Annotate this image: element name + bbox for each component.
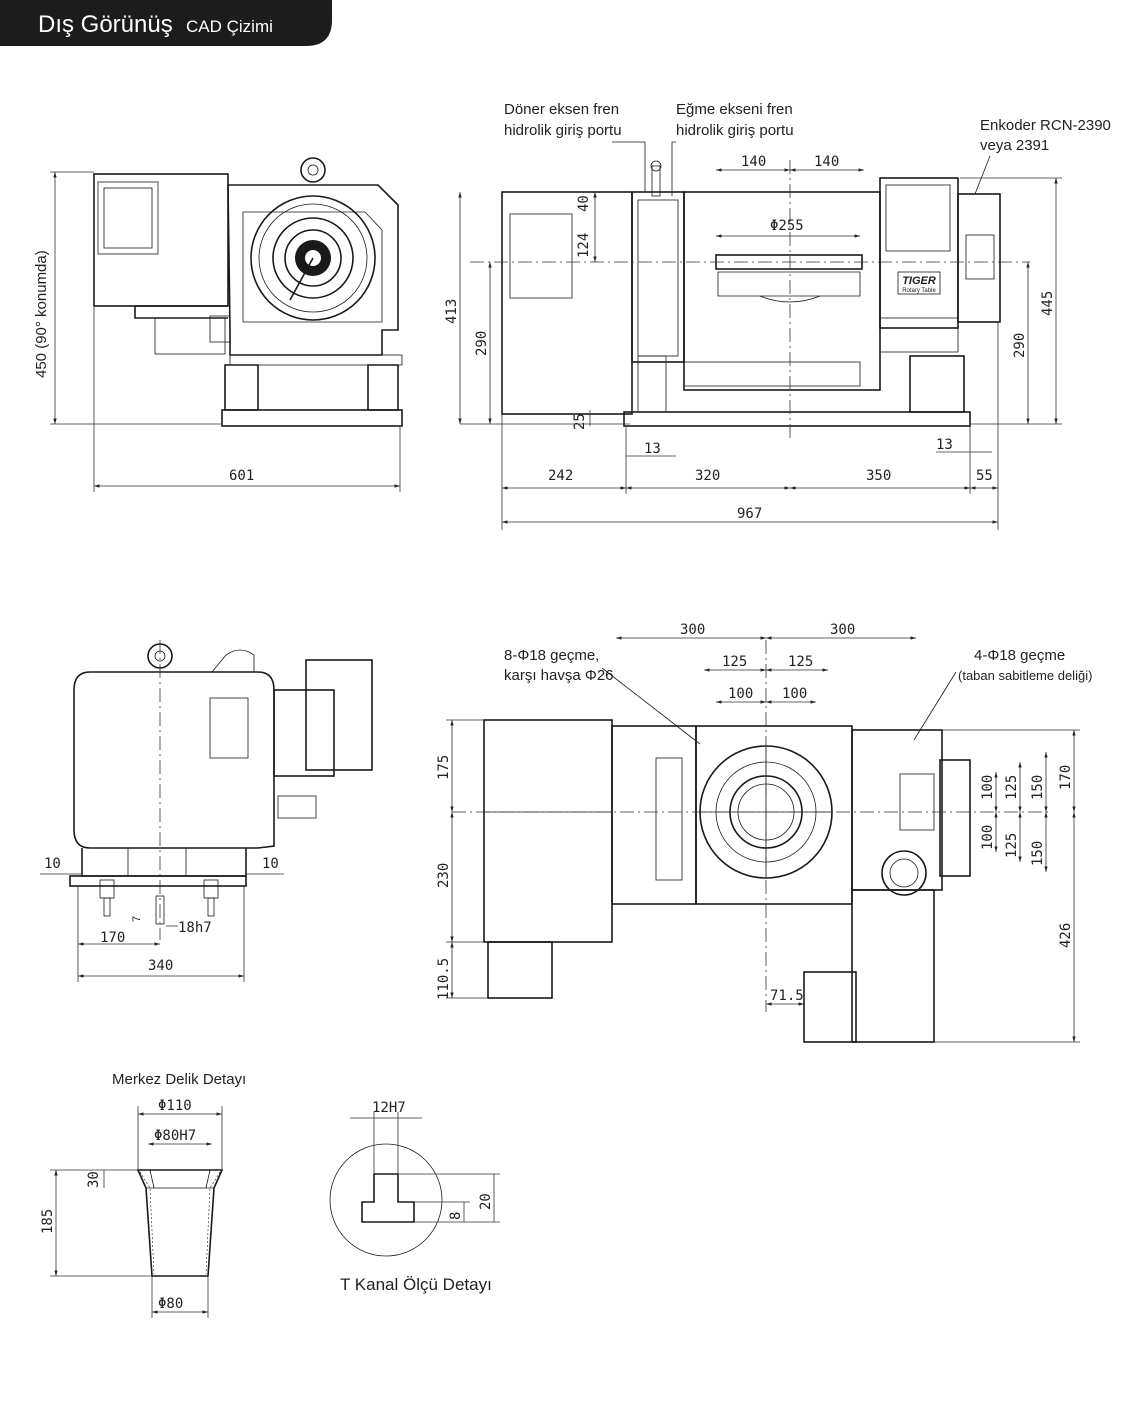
dim-185: 185 bbox=[40, 1209, 56, 1234]
dim-v125-lower: 125 bbox=[1004, 833, 1020, 858]
callout-holes-line1: 8-Φ18 geçme, bbox=[504, 647, 599, 664]
dim-phi110: Φ110 bbox=[158, 1098, 192, 1114]
callout-encoder-line2: veya 2391 bbox=[980, 137, 1049, 154]
callout-tilt-brake-line1: Eğme ekseni fren bbox=[676, 101, 793, 118]
dim-125-left: 125 bbox=[722, 654, 747, 670]
dim-20: 20 bbox=[478, 1193, 494, 1210]
dim-413: 413 bbox=[444, 299, 460, 324]
center-hole-detail: Merkez Delik Detayı Φ110 Φ80H7 30 185 Φ8… bbox=[40, 1071, 246, 1318]
dim-25: 25 bbox=[572, 413, 588, 430]
dim-phi80: Φ80 bbox=[158, 1296, 183, 1312]
t-slot-detail: 12H7 8 20 T Kanal Ölçü Detayı bbox=[329, 1100, 500, 1294]
dim-300-left: 300 bbox=[680, 622, 705, 638]
callout-base-line2: (taban sabitleme deliği) bbox=[958, 668, 1092, 683]
dim-967: 967 bbox=[737, 506, 762, 522]
side-view: 450 (90° konumda) 601 bbox=[33, 157, 403, 492]
dim-140-right: 140 bbox=[814, 154, 839, 170]
dim-100-left: 100 bbox=[728, 686, 753, 702]
dim-125-right: 125 bbox=[788, 654, 813, 670]
dim-601: 601 bbox=[229, 468, 254, 484]
dim-100-right: 100 bbox=[782, 686, 807, 702]
dim-300-right: 300 bbox=[830, 622, 855, 638]
center-hole-title: Merkez Delik Detayı bbox=[112, 1071, 246, 1088]
dim-55: 55 bbox=[976, 468, 993, 484]
dim-445: 445 bbox=[1040, 291, 1056, 316]
header-tab: Dış Görünüş CAD Çizimi bbox=[0, 0, 332, 46]
dim-10-left: 10 bbox=[44, 856, 61, 872]
nameplate-brand: TIGER bbox=[902, 275, 936, 287]
dim-124: 124 bbox=[576, 233, 592, 258]
dim-10-right: 10 bbox=[262, 856, 279, 872]
callout-holes-line2: karşı havşa Φ26 bbox=[504, 667, 614, 684]
callout-base-line1: 4-Φ18 geçme bbox=[974, 647, 1065, 664]
dim-12h7: 12H7 bbox=[372, 1100, 406, 1116]
dim-7: 7 bbox=[131, 916, 143, 922]
header-title: Dış Görünüş bbox=[38, 11, 173, 38]
nameplate-text: Rotary Table bbox=[902, 288, 936, 294]
dim-40: 40 bbox=[576, 195, 592, 212]
dim-18h7: 18h7 bbox=[178, 920, 212, 936]
dim-30: 30 bbox=[86, 1171, 102, 1188]
callout-encoder-line1: Enkoder RCN-2390 bbox=[980, 117, 1111, 134]
top-view: 8-Φ18 geçme, karşı havşa Φ26 4-Φ18 geçme… bbox=[436, 622, 1092, 1043]
dim-13-right: 13 bbox=[936, 437, 953, 453]
side-height-label: 450 (90° konumda) bbox=[33, 250, 50, 378]
dim-phi80h7: Φ80H7 bbox=[154, 1128, 196, 1144]
dim-230: 230 bbox=[436, 863, 452, 888]
dim-290-right: 290 bbox=[1012, 333, 1028, 358]
callout-rotary-brake-line1: Döner eksen fren bbox=[504, 101, 619, 118]
front-view: TIGER Rotary Table Döner eksen fren hidr… bbox=[444, 101, 1111, 530]
dim-v170: 170 bbox=[1058, 765, 1074, 790]
dim-v100-upper: 100 bbox=[980, 775, 996, 800]
dim-13-left: 13 bbox=[644, 441, 661, 457]
dim-170: 170 bbox=[100, 930, 125, 946]
dim-phi255: Φ255 bbox=[770, 218, 804, 234]
dim-350: 350 bbox=[866, 468, 891, 484]
dim-v150-upper: 150 bbox=[1030, 775, 1046, 800]
callout-tilt-brake-line2: hidrolik giriş portu bbox=[676, 122, 794, 139]
dim-320: 320 bbox=[695, 468, 720, 484]
dim-71-5: 71.5 bbox=[770, 988, 804, 1004]
t-slot-title: T Kanal Ölçü Detayı bbox=[340, 1275, 492, 1294]
callout-rotary-brake-line2: hidrolik giriş portu bbox=[504, 122, 622, 139]
dim-110-5: 110.5 bbox=[436, 958, 452, 1000]
header-subtitle: CAD Çizimi bbox=[186, 17, 273, 36]
dim-140-left: 140 bbox=[741, 154, 766, 170]
rear-view: 10 10 7 170 18h7 340 bbox=[40, 640, 373, 982]
dim-340: 340 bbox=[148, 958, 173, 974]
dim-v125-upper: 125 bbox=[1004, 775, 1020, 800]
dim-242: 242 bbox=[548, 468, 573, 484]
dim-v150-lower: 150 bbox=[1030, 841, 1046, 866]
dim-v100-lower: 100 bbox=[980, 825, 996, 850]
dim-v426: 426 bbox=[1058, 923, 1074, 948]
dim-175: 175 bbox=[436, 755, 452, 780]
dim-8: 8 bbox=[448, 1212, 464, 1220]
dim-290-left: 290 bbox=[474, 331, 490, 356]
